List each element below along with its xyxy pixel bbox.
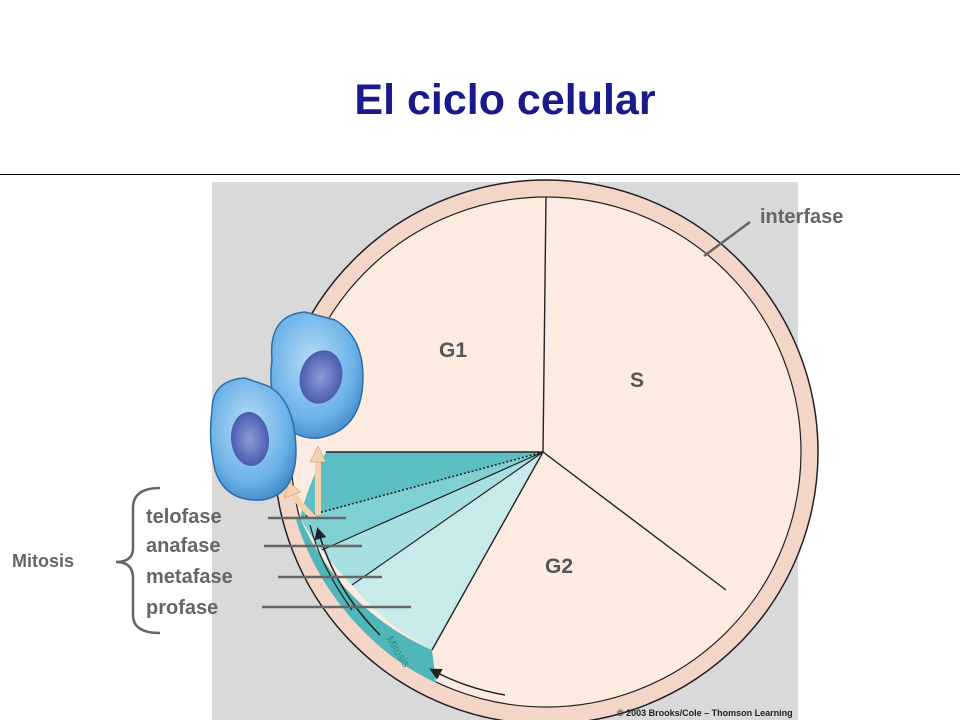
mitosis-label: Mitosis <box>12 551 75 571</box>
interfase-label: interfase <box>760 206 844 228</box>
arrow-to-cell-2 <box>290 492 317 521</box>
anafase-label: anafase <box>146 535 221 557</box>
profase-sector <box>352 452 543 650</box>
metafase-label: metafase <box>146 566 233 588</box>
phase-g2-label: G2 <box>545 555 574 578</box>
interfase-leader <box>703 220 751 258</box>
mitosis-ring-band <box>296 518 436 683</box>
phase-g1-label: G1 <box>439 339 468 362</box>
title-divider <box>0 174 960 175</box>
daughter-cell-bottom <box>209 377 297 501</box>
copyright-credit: © 2003 Brooks/Cole – Thomson Learning <box>617 708 793 718</box>
mitosis-brace <box>115 486 161 635</box>
anafase-sector <box>300 452 543 550</box>
metafase-sector <box>322 452 543 585</box>
telofase-label: telofase <box>146 506 222 528</box>
slide-title: El ciclo celular <box>354 76 656 124</box>
daughter-cell-top <box>270 311 364 439</box>
phase-s-label: S <box>630 369 645 392</box>
profase-label: profase <box>146 597 219 619</box>
cycle-arrow-bottom <box>429 668 506 696</box>
